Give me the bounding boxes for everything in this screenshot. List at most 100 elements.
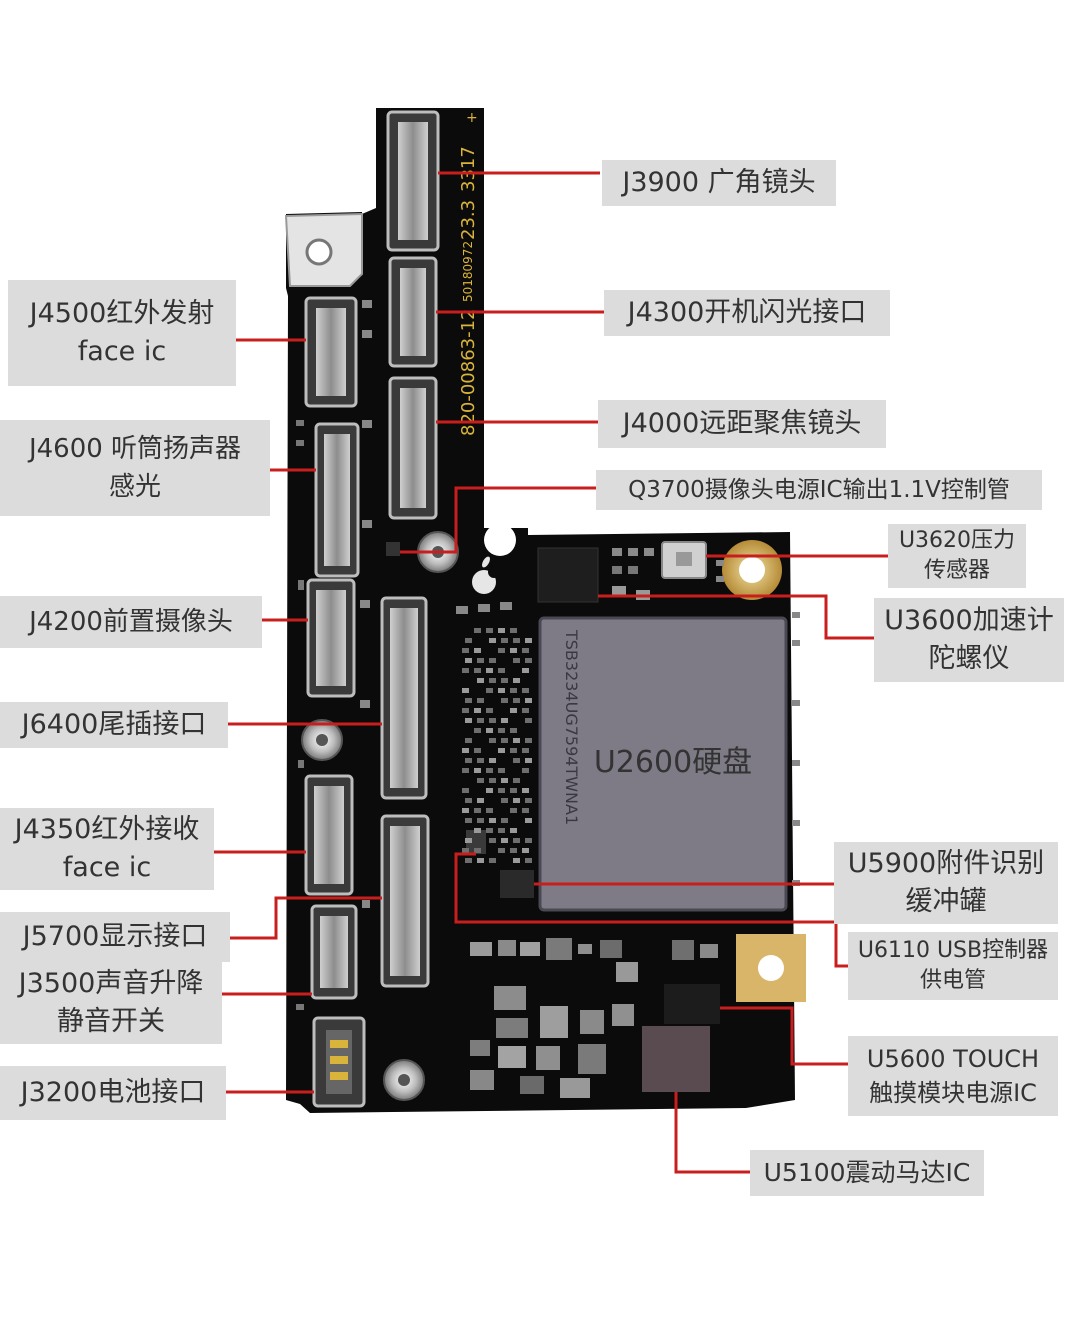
smd-part	[470, 1040, 490, 1056]
smd-part	[510, 688, 517, 693]
smd-part	[474, 648, 481, 653]
smd-part	[489, 838, 496, 843]
label-j4350: J4350红外接收 face ic	[0, 808, 214, 890]
smd-part	[498, 648, 505, 653]
smd-part	[462, 768, 469, 773]
smd-part	[474, 768, 481, 773]
smd-part	[477, 778, 484, 783]
smd-part	[513, 678, 520, 683]
smd-part	[296, 440, 304, 446]
label-u5900: U5900附件识别 缓冲罐	[834, 842, 1058, 924]
chip-u2600	[538, 616, 788, 912]
smd-part	[462, 788, 469, 793]
connector-j4350	[304, 774, 354, 896]
screw-middle	[301, 719, 343, 761]
smd-part	[522, 788, 529, 793]
smd-part	[525, 798, 532, 803]
smd-part	[486, 628, 493, 633]
smd-part	[474, 668, 481, 673]
smd-part	[489, 818, 496, 823]
smd-part	[489, 738, 496, 743]
smd-part	[298, 580, 304, 590]
component-u5600	[664, 984, 720, 1024]
label-j5700: J5700显示接口	[0, 912, 230, 962]
smd-part	[536, 1046, 560, 1070]
smd-part	[465, 838, 472, 843]
smd-part	[489, 718, 496, 723]
smd-part	[486, 808, 493, 813]
smd-part	[540, 1006, 568, 1038]
leader-u5100	[674, 1092, 750, 1174]
smd-part	[792, 820, 800, 826]
smd-part	[501, 738, 508, 743]
component-u5900	[500, 870, 534, 898]
smd-part	[525, 858, 532, 863]
smd-part	[498, 748, 505, 753]
connector-j4600	[314, 422, 360, 578]
smd-part	[498, 768, 505, 773]
component-u5100	[642, 1026, 710, 1092]
smd-part	[477, 718, 484, 723]
smd-part	[501, 718, 508, 723]
smd-part	[525, 818, 532, 823]
smd-part	[498, 940, 516, 956]
component-q3700	[386, 542, 400, 556]
silk-code-a: 50180972	[461, 241, 475, 302]
smd-part	[580, 1010, 604, 1034]
smd-part	[474, 748, 481, 753]
smd-part	[474, 828, 481, 833]
smd-part	[578, 1044, 606, 1074]
smd-part	[501, 638, 508, 643]
connector-j3500	[310, 904, 358, 1000]
smd-part	[525, 658, 532, 663]
smd-part	[465, 798, 472, 803]
smd-part	[560, 1078, 590, 1098]
leader-u6110	[454, 852, 848, 968]
smd-part	[525, 838, 532, 843]
smd-part	[498, 828, 505, 833]
smd-part	[477, 798, 484, 803]
smd-part	[522, 748, 529, 753]
connector-j4200	[306, 578, 356, 698]
smd-part	[513, 638, 520, 643]
leader-j5700	[230, 896, 382, 940]
smd-part	[525, 698, 532, 703]
smd-part	[477, 678, 484, 683]
smd-part	[498, 728, 505, 733]
smd-part	[465, 738, 472, 743]
smd-part	[477, 858, 484, 863]
smd-part	[716, 560, 724, 566]
silk-code-b: 23.3	[458, 200, 479, 240]
chip-marking: TSB3234UG7594TWNA1	[562, 629, 581, 825]
chip-u2600-label: U2600硬盘	[594, 745, 752, 780]
smd-part	[486, 788, 493, 793]
label-u5100: U5100震动马达IC	[750, 1150, 984, 1196]
smd-part	[486, 768, 493, 773]
smd-part	[477, 818, 484, 823]
smd-part	[600, 940, 622, 958]
smd-part	[513, 858, 520, 863]
smd-part	[298, 760, 304, 768]
smd-part	[578, 944, 592, 954]
smd-part	[510, 648, 517, 653]
silk-code-c: 3317	[458, 146, 479, 192]
connector-j4000	[388, 376, 438, 520]
label-j4000: J4000远距聚焦镜头	[598, 400, 886, 448]
smd-part	[522, 808, 529, 813]
label-u3600: U3600加速计 陀螺仪	[874, 598, 1064, 682]
smd-part	[513, 698, 520, 703]
smd-part	[362, 900, 370, 908]
label-j4500: J4500红外发射 face ic	[8, 280, 236, 386]
smd-part	[470, 1070, 494, 1090]
smd-part	[296, 420, 304, 426]
smd-part	[477, 698, 484, 703]
smd-part	[465, 758, 472, 763]
smd-part	[465, 698, 472, 703]
smd-part	[498, 628, 505, 633]
connector-j5700	[380, 814, 430, 988]
smd-part	[522, 688, 529, 693]
label-j6400: J6400尾插接口	[0, 702, 228, 748]
label-j3500: J3500声音升降 静音开关	[0, 962, 222, 1044]
smd-part	[525, 718, 532, 723]
